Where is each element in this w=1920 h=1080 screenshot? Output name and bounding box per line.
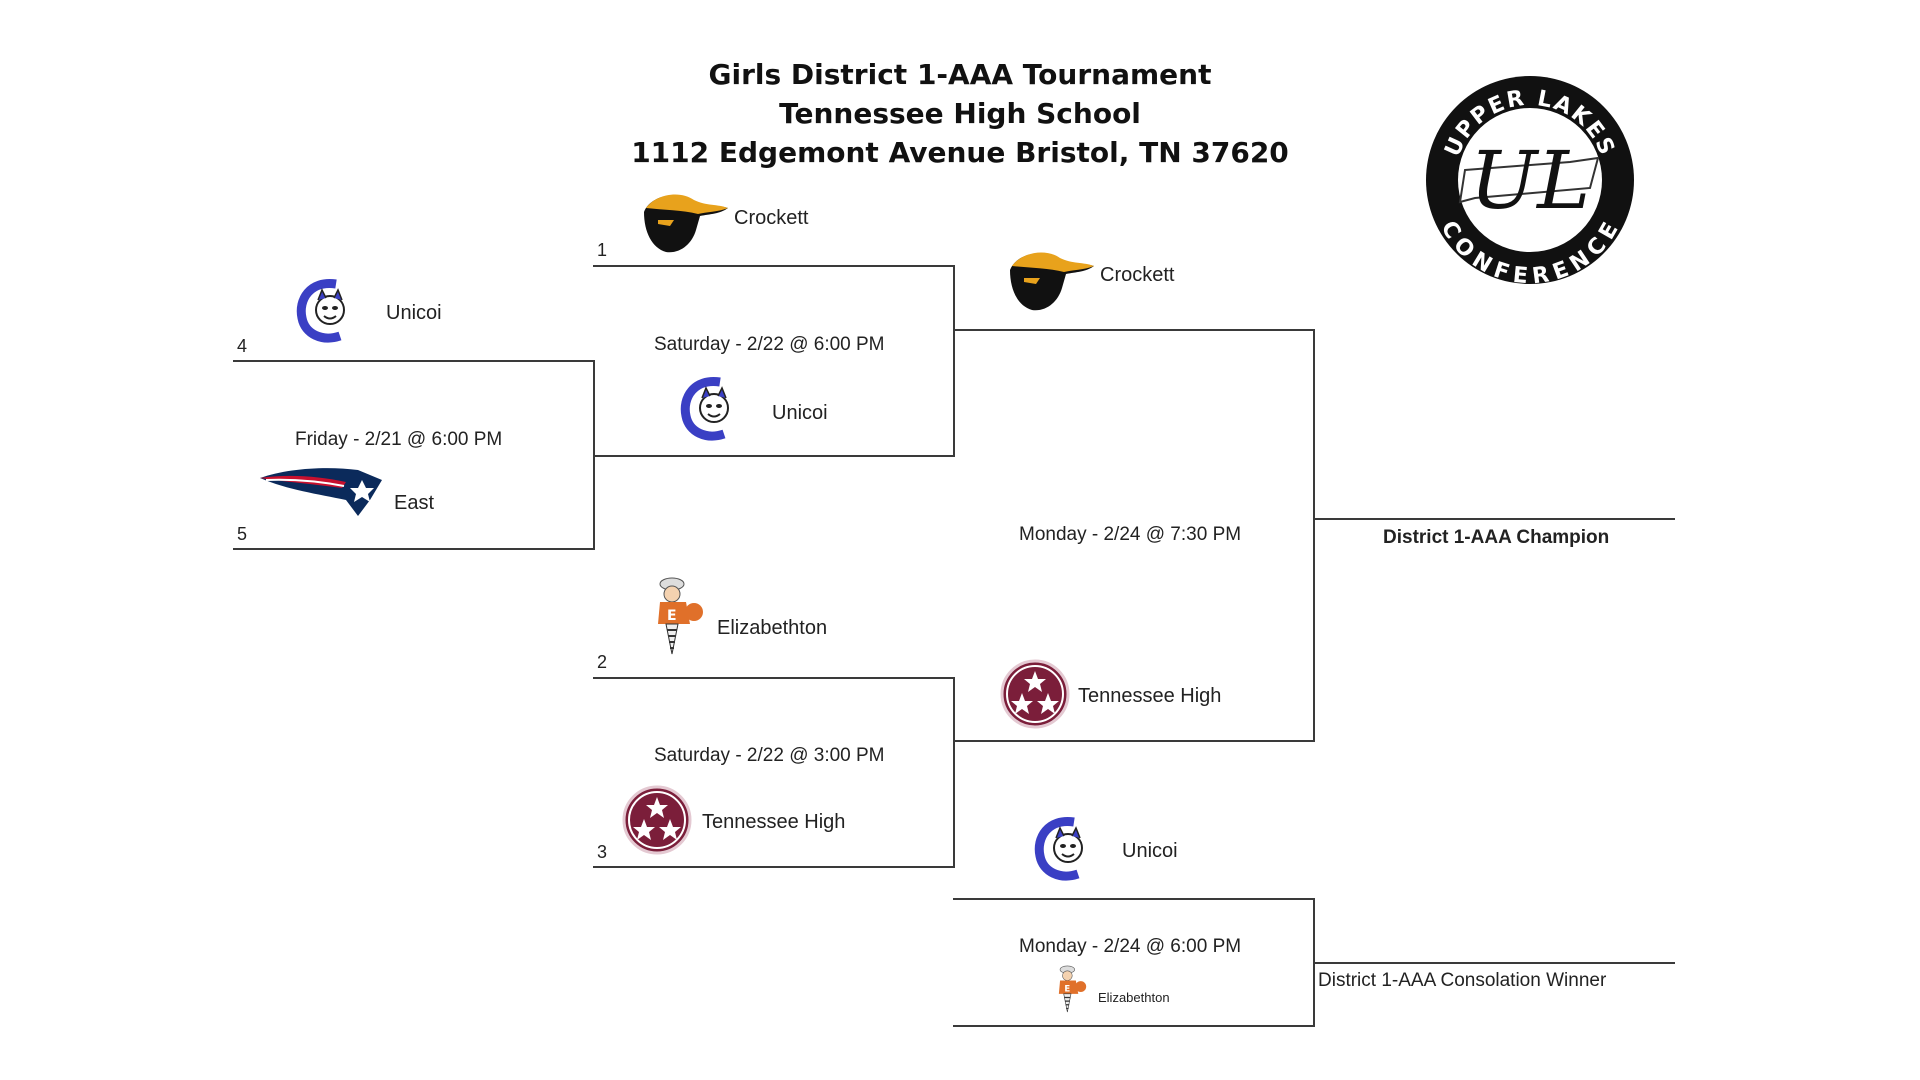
semi1-connector (953, 265, 955, 457)
consolation-winner-label: District 1-AAA Consolation Winner (1318, 970, 1607, 991)
seed-4: 4 (237, 336, 248, 356)
team-elizabethton-semi2: Elizabethton (717, 617, 828, 639)
venue-address: 1112 Edgemont Avenue Bristol, TN 37620 (631, 136, 1289, 169)
tennessee-high-logo-icon (622, 785, 692, 855)
elizabethton-logo-icon: E (650, 576, 706, 656)
consolation-bottom-line (953, 1025, 1315, 1027)
consolation-top-line (953, 898, 1315, 900)
seed-5: 5 (237, 524, 248, 544)
svg-text:E: E (667, 608, 677, 624)
semi2-top-line (593, 677, 955, 679)
seed-2: 2 (597, 652, 608, 672)
round1-time: Friday - 2/21 @ 6:00 PM (295, 429, 503, 450)
elizabethton-logo-icon: E (1054, 962, 1088, 1016)
round1-top-line (233, 360, 595, 362)
final-bottom-line (953, 740, 1315, 742)
upper-lakes-conference-logo: UL UPPER LAKES CONFERENCE (1420, 70, 1640, 290)
final-connector (1313, 329, 1315, 742)
team-tennessee-high-final: Tennessee High (1078, 685, 1222, 707)
seed-1: 1 (597, 240, 608, 260)
champion-label: District 1-AAA Champion (1383, 527, 1610, 548)
team-east: East (394, 492, 435, 514)
team-unicoi-semi1: Unicoi (772, 402, 828, 424)
champion-line (1313, 518, 1675, 520)
final-time: Monday - 2/24 @ 7:30 PM (1019, 524, 1242, 545)
venue-name: Tennessee High School (779, 97, 1141, 130)
team-elizabethton-consolation: Elizabethton (1098, 990, 1170, 1005)
unicoi-logo-icon (1034, 816, 1096, 882)
crockett-logo-icon (1006, 248, 1096, 314)
team-crockett-semi1: Crockett (734, 207, 809, 229)
semi2-connector (953, 677, 955, 868)
semi1-bottom-line (593, 455, 955, 457)
conference-monogram: UL (1470, 134, 1591, 227)
final-top-line (953, 329, 1315, 331)
seed-3: 3 (597, 842, 608, 862)
semi2-time: Saturday - 2/22 @ 3:00 PM (654, 745, 885, 766)
unicoi-logo-icon (296, 278, 358, 344)
tennessee-high-logo-icon (1000, 659, 1070, 729)
team-crockett-final: Crockett (1100, 264, 1175, 286)
team-unicoi-consolation: Unicoi (1122, 840, 1178, 862)
team-unicoi-r1: Unicoi (386, 302, 442, 324)
tournament-title: Girls District 1-AAA Tournament (708, 58, 1212, 91)
east-patriots-logo-icon (258, 460, 386, 522)
semi1-time: Saturday - 2/22 @ 6:00 PM (654, 334, 885, 355)
unicoi-logo-icon (680, 376, 742, 442)
consolation-winner-line (1313, 962, 1675, 964)
semi2-bottom-line (593, 866, 955, 868)
semi1-top-line (593, 265, 955, 267)
consolation-time: Monday - 2/24 @ 6:00 PM (1019, 936, 1242, 957)
round1-bottom-line (233, 548, 595, 550)
team-tennessee-high-semi2: Tennessee High (702, 811, 846, 833)
svg-text:E: E (1064, 984, 1070, 994)
crockett-logo-icon (640, 190, 730, 256)
